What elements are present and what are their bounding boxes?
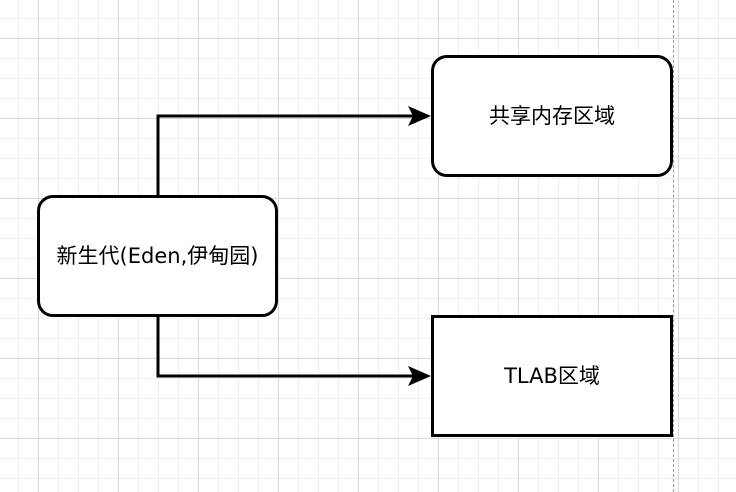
node-tlab[interactable]: TLAB区域 bbox=[431, 315, 673, 437]
node-tlab-label: TLAB区域 bbox=[504, 363, 600, 388]
edge-eden-to-shared[interactable] bbox=[156, 114, 424, 195]
node-shared-memory[interactable]: 共享内存区域 bbox=[431, 55, 673, 177]
node-shared-memory-label: 共享内存区域 bbox=[489, 103, 615, 128]
node-eden[interactable]: 新生代(Eden,伊甸园) bbox=[37, 195, 278, 317]
page-break-line bbox=[673, 0, 674, 492]
edge-eden-to-tlab[interactable] bbox=[156, 317, 424, 378]
edge-eden-to-tlab-arrowhead bbox=[408, 366, 431, 386]
node-eden-label: 新生代(Eden,伊甸园) bbox=[56, 243, 259, 268]
edge-eden-to-shared-arrowhead bbox=[408, 106, 431, 126]
